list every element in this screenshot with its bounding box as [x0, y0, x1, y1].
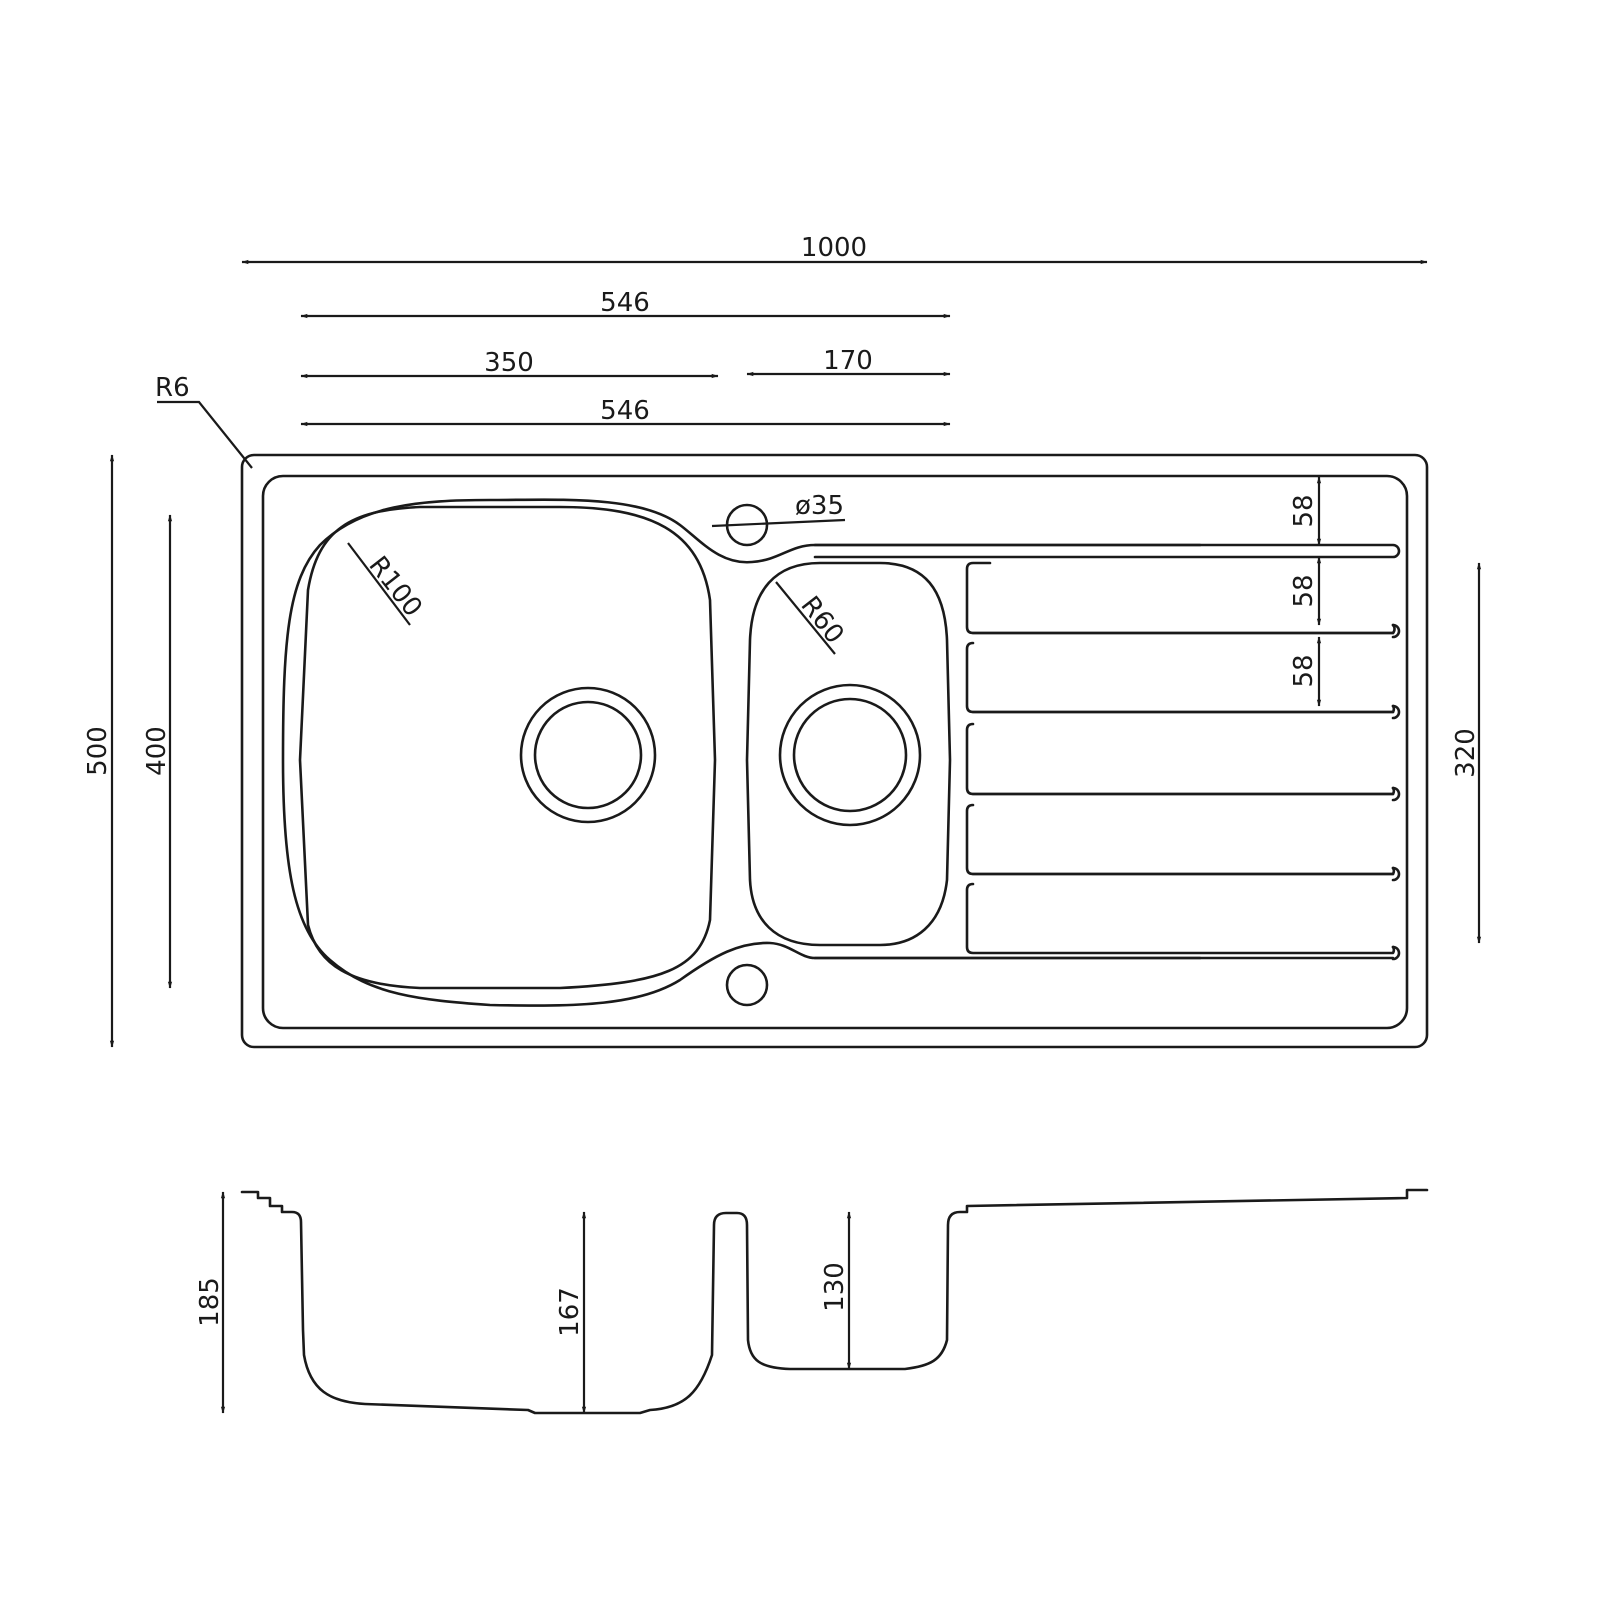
half-bowl-waste-outer: [778, 683, 922, 827]
overflow-hole: [725, 963, 769, 1007]
dim-label-170: 170: [823, 346, 873, 376]
label-r100: R100: [362, 551, 427, 623]
label-tap-hole: ø35: [795, 491, 844, 521]
drainer-groove: [965, 882, 1396, 955]
drainer-groove: [965, 722, 1396, 796]
section-view: [240, 1188, 1429, 1415]
dim-label-58-3: 58: [1289, 654, 1319, 687]
dim-label-400: 400: [142, 726, 172, 776]
drainer-groove: [965, 641, 1396, 714]
dim-label-320: 320: [1451, 728, 1481, 778]
dim-label-overall-length: 1000: [801, 233, 867, 263]
main-bowl-waste-inner: [533, 700, 643, 810]
drainer-groove: [813, 543, 1401, 559]
drainer-groove-end: [1391, 945, 1401, 961]
drainer-groove-end: [1391, 623, 1401, 639]
bowl-rim-outline: [281, 498, 1202, 1007]
main-bowl: [298, 505, 717, 990]
sink-outer-edge: [240, 453, 1429, 1049]
leader-tap-hole: [711, 518, 846, 528]
drainer-groove: [965, 561, 1396, 635]
drainer-groove-end: [1391, 786, 1401, 802]
dim-label-167: 167: [555, 1287, 585, 1337]
main-bowl-waste-outer: [519, 686, 657, 824]
dim-label-546-top: 546: [600, 288, 650, 318]
drainer-groove-end: [1391, 866, 1401, 882]
drainer-grooves: [813, 543, 1401, 961]
plan-dimensions: 1000 546 350 170 546 R6 ø35 R100 R60 58 …: [83, 233, 1482, 1048]
label-r6: R6: [155, 373, 190, 403]
dim-label-130: 130: [820, 1262, 850, 1312]
section-dimensions: 185 167 130: [195, 1191, 852, 1414]
dim-label-500: 500: [83, 726, 113, 776]
dim-label-185: 185: [195, 1277, 225, 1327]
dim-label-58-1: 58: [1289, 494, 1319, 527]
leader-r100: [347, 542, 411, 626]
dim-label-350: 350: [484, 348, 534, 378]
half-bowl-waste-inner: [792, 697, 908, 813]
dim-label-58-2: 58: [1289, 574, 1319, 607]
half-bowl: [745, 561, 952, 947]
plan-view: [240, 453, 1429, 1049]
leader-r6: [157, 400, 253, 469]
label-r60: R60: [794, 591, 849, 650]
sink-inner-rim: [261, 474, 1409, 1030]
section-profile: [240, 1188, 1429, 1415]
dim-label-546-bottom: 546: [600, 396, 650, 426]
drainer-groove: [965, 803, 1396, 876]
leader-r60: [775, 581, 836, 655]
drainer-groove-end: [1391, 704, 1401, 720]
